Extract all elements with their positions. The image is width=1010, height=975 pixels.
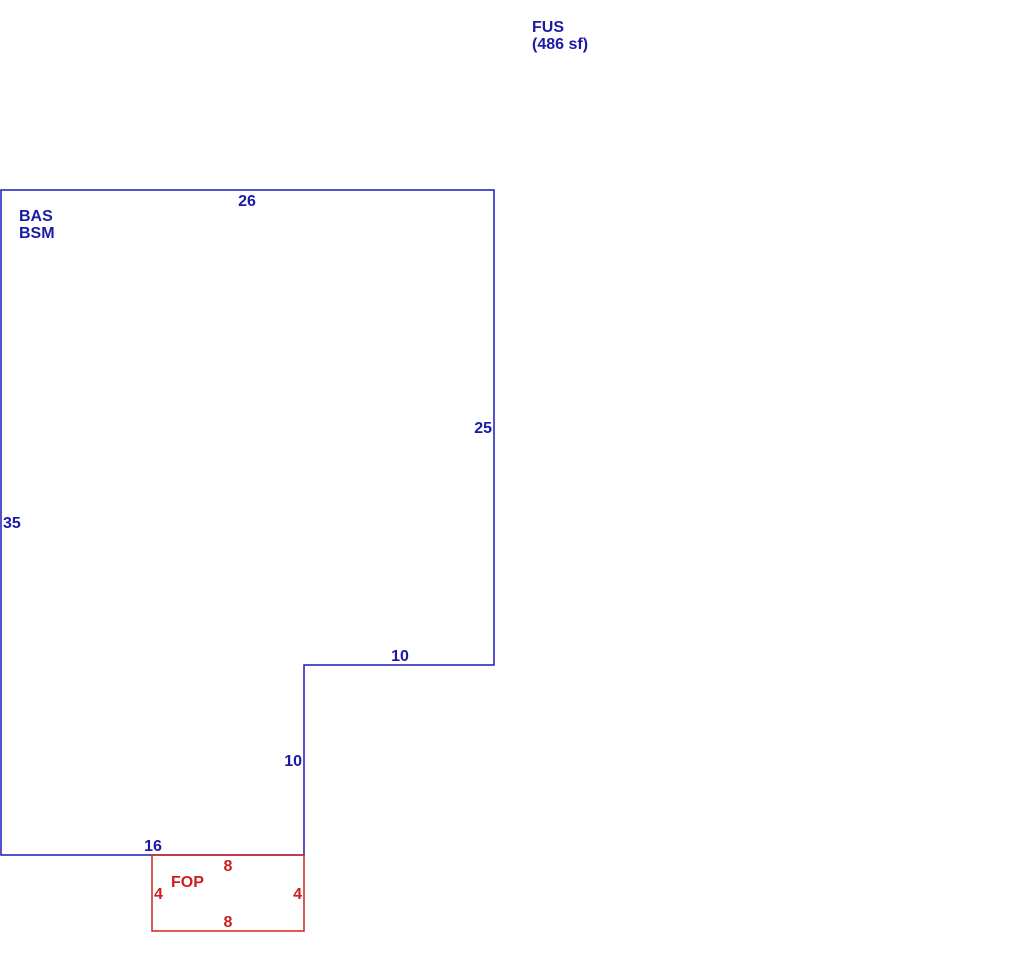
- fop-code-label: FOP: [171, 874, 204, 891]
- porch-dim-top: 8: [224, 858, 233, 875]
- porch-dim-bottom: 8: [224, 914, 233, 931]
- porch-outline: [151, 854, 305, 932]
- dim-right: 25: [474, 420, 492, 437]
- dim-top: 26: [238, 193, 256, 210]
- bas-code-label: BAS: [19, 208, 53, 225]
- main-area-outline: [0, 189, 495, 856]
- porch-dim-right: 4: [293, 886, 302, 903]
- dim-bottom: 16: [144, 838, 162, 855]
- bsm-code-label: BSM: [19, 225, 55, 242]
- fus-area-label: (486 sf): [532, 36, 588, 53]
- fus-code-label: FUS: [532, 19, 564, 36]
- dim-left: 35: [3, 515, 21, 532]
- dim-inner-top: 10: [391, 648, 409, 665]
- porch-dim-left: 4: [154, 886, 163, 903]
- dim-inner-left: 10: [284, 753, 302, 770]
